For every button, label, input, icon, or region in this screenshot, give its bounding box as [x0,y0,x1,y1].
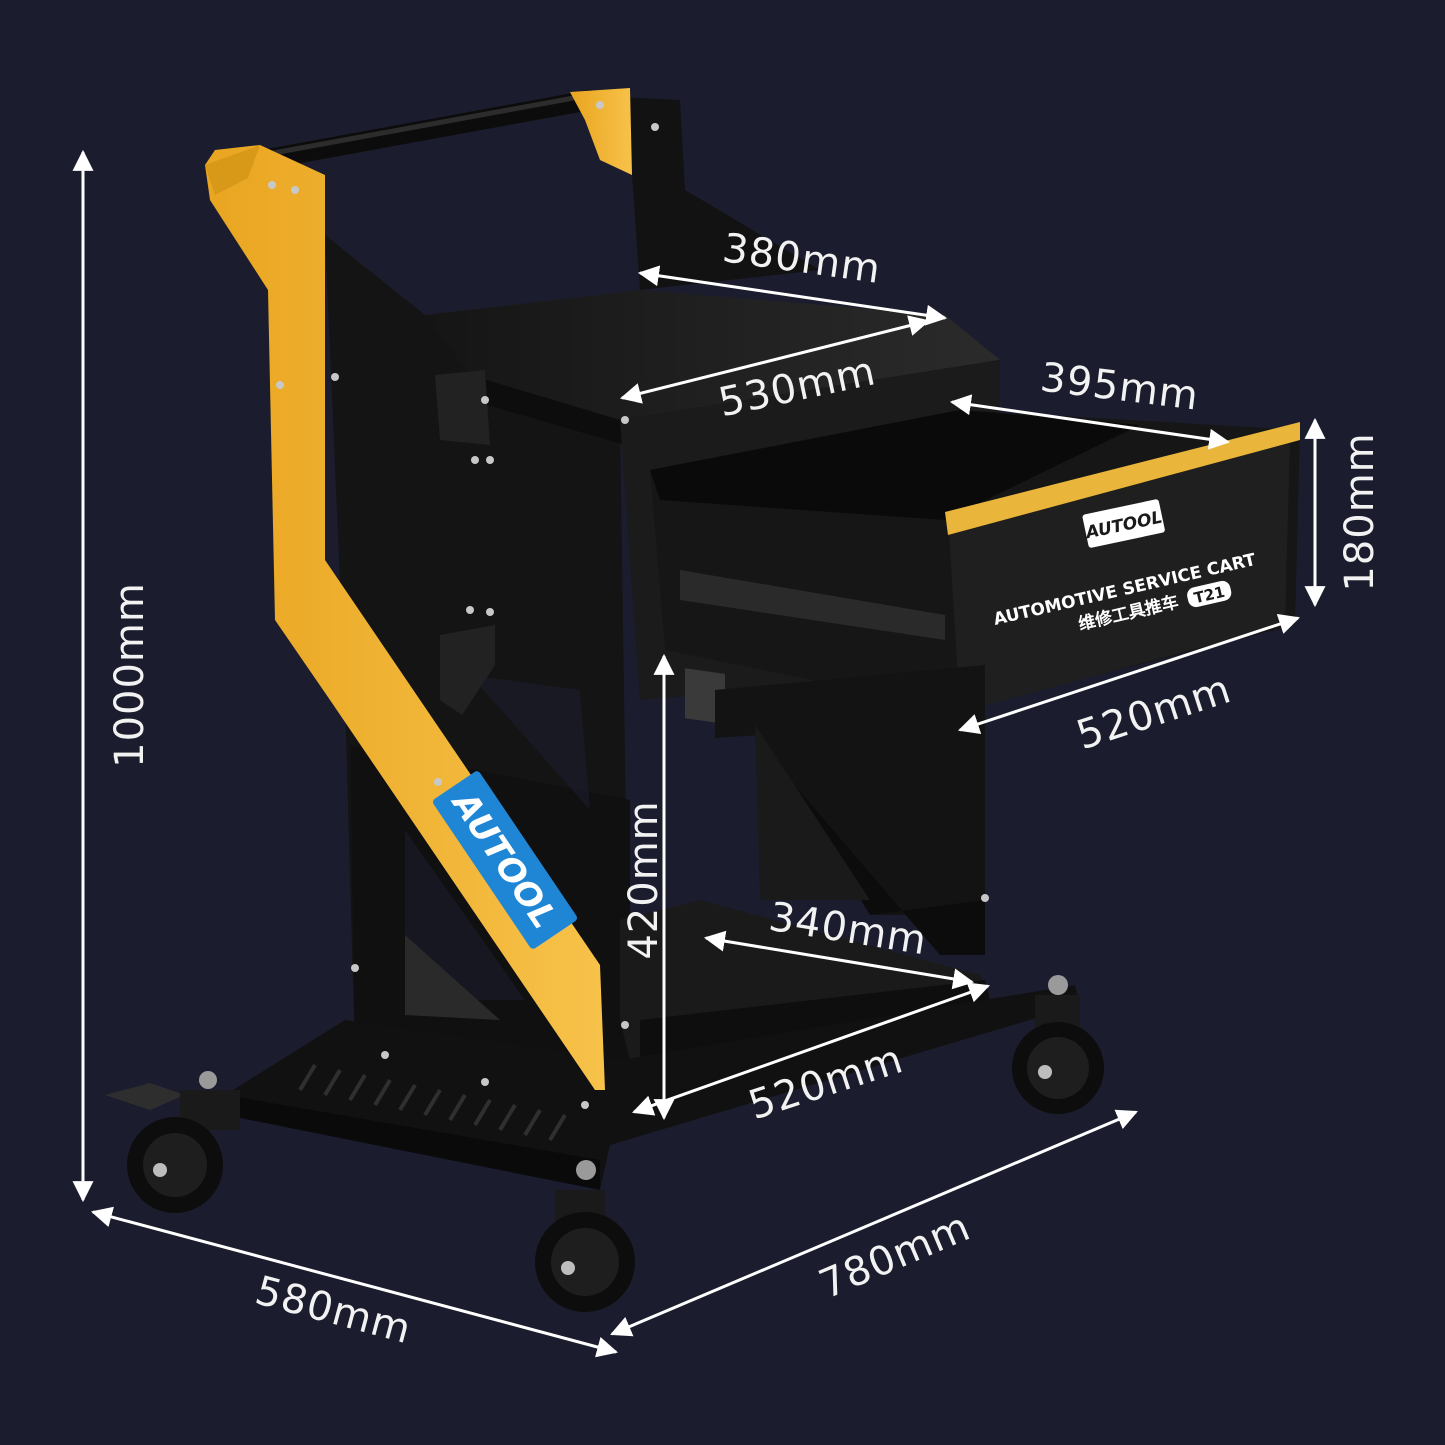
caster-rear-right [1012,975,1104,1114]
dim-line-top-depth [637,265,948,326]
dimension-lines [72,149,1326,1358]
rear-yellow-clamp [570,88,632,175]
drawer-brand-badge: AUTOOL [1082,499,1165,548]
label-drawer-width: 520mm [1071,666,1237,759]
label-shelf-height: 420mm [621,800,667,959]
dim-line-base-width [90,1206,619,1358]
caster-front-left [105,1071,240,1213]
dim-line-shelf-depth [703,930,975,990]
dim-line-top-width [619,315,931,404]
bolts [268,101,989,1109]
label-top-depth: 380mm [720,225,884,293]
dim-line-drawer-width [958,613,1300,735]
dim-line-base-length [610,1109,1138,1337]
dim-line-shelf-width [632,982,990,1116]
label-base-width: 580mm [250,1268,416,1354]
rear-upright [580,95,820,290]
label-total-height: 1000mm [107,582,153,768]
dim-line-drawer-depth [949,394,1231,450]
drawer-handle [945,422,1300,535]
label-drawer-height: 180mm [1337,432,1383,591]
label-drawer-depth: 395mm [1038,355,1202,420]
label-base-length: 780mm [813,1204,978,1309]
handle-bar [225,90,600,175]
